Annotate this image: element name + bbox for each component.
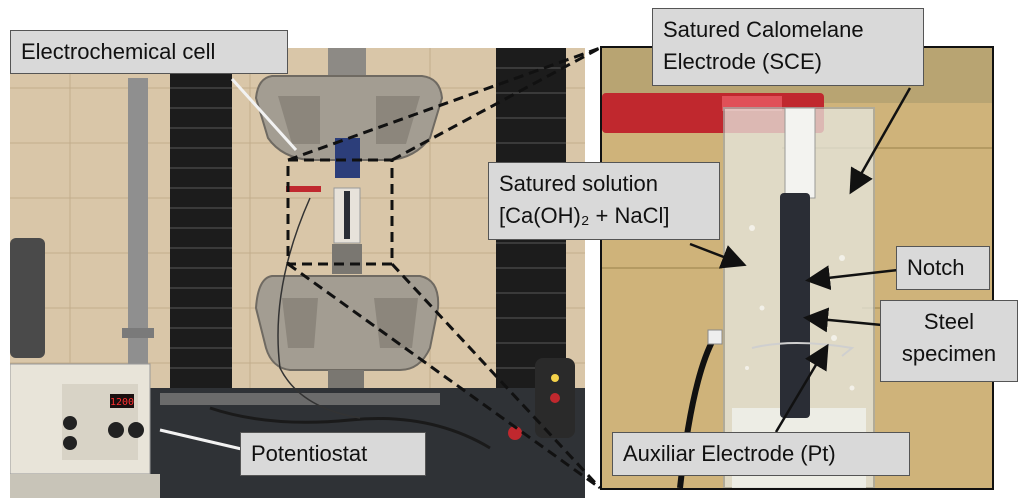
label-steel-specimen: Steel specimen — [880, 300, 1018, 382]
label-auxiliar-text: Auxiliar Electrode (Pt) — [623, 441, 836, 466]
device-display: 1200 — [110, 397, 134, 408]
testing-machine-photo: 1200 — [10, 48, 585, 498]
label-sce: Satured Calomelane Electrode (SCE) — [652, 8, 924, 86]
label-steel-line1: Steel — [923, 309, 975, 334]
label-steel-line2: specimen — [901, 341, 997, 366]
label-potentiostat-text: Potentiostat — [251, 441, 368, 466]
left-column — [170, 48, 232, 393]
label-potentiostat: Potentiostat — [240, 432, 426, 476]
label-notch: Notch — [896, 246, 990, 290]
testing-machine-illustration: 1200 — [10, 48, 585, 498]
label-solution-line2: [Ca(OH)₂ + NaCl] — [499, 203, 670, 228]
label-auxiliar-electrode: Auxiliar Electrode (Pt) — [612, 432, 910, 476]
label-electrochemical-cell: Electrochemical cell — [10, 30, 288, 74]
label-notch-text: Notch — [907, 255, 965, 280]
steel-specimen — [780, 193, 810, 418]
label-sce-line1: Satured Calomelane — [663, 17, 864, 42]
label-solution-line1: Satured solution — [499, 171, 658, 196]
label-electrochemical-cell-text: Electrochemical cell — [21, 39, 216, 64]
label-sce-line2: Electrode (SCE) — [663, 49, 822, 74]
label-solution: Satured solution [Ca(OH)₂ + NaCl] — [488, 162, 720, 240]
